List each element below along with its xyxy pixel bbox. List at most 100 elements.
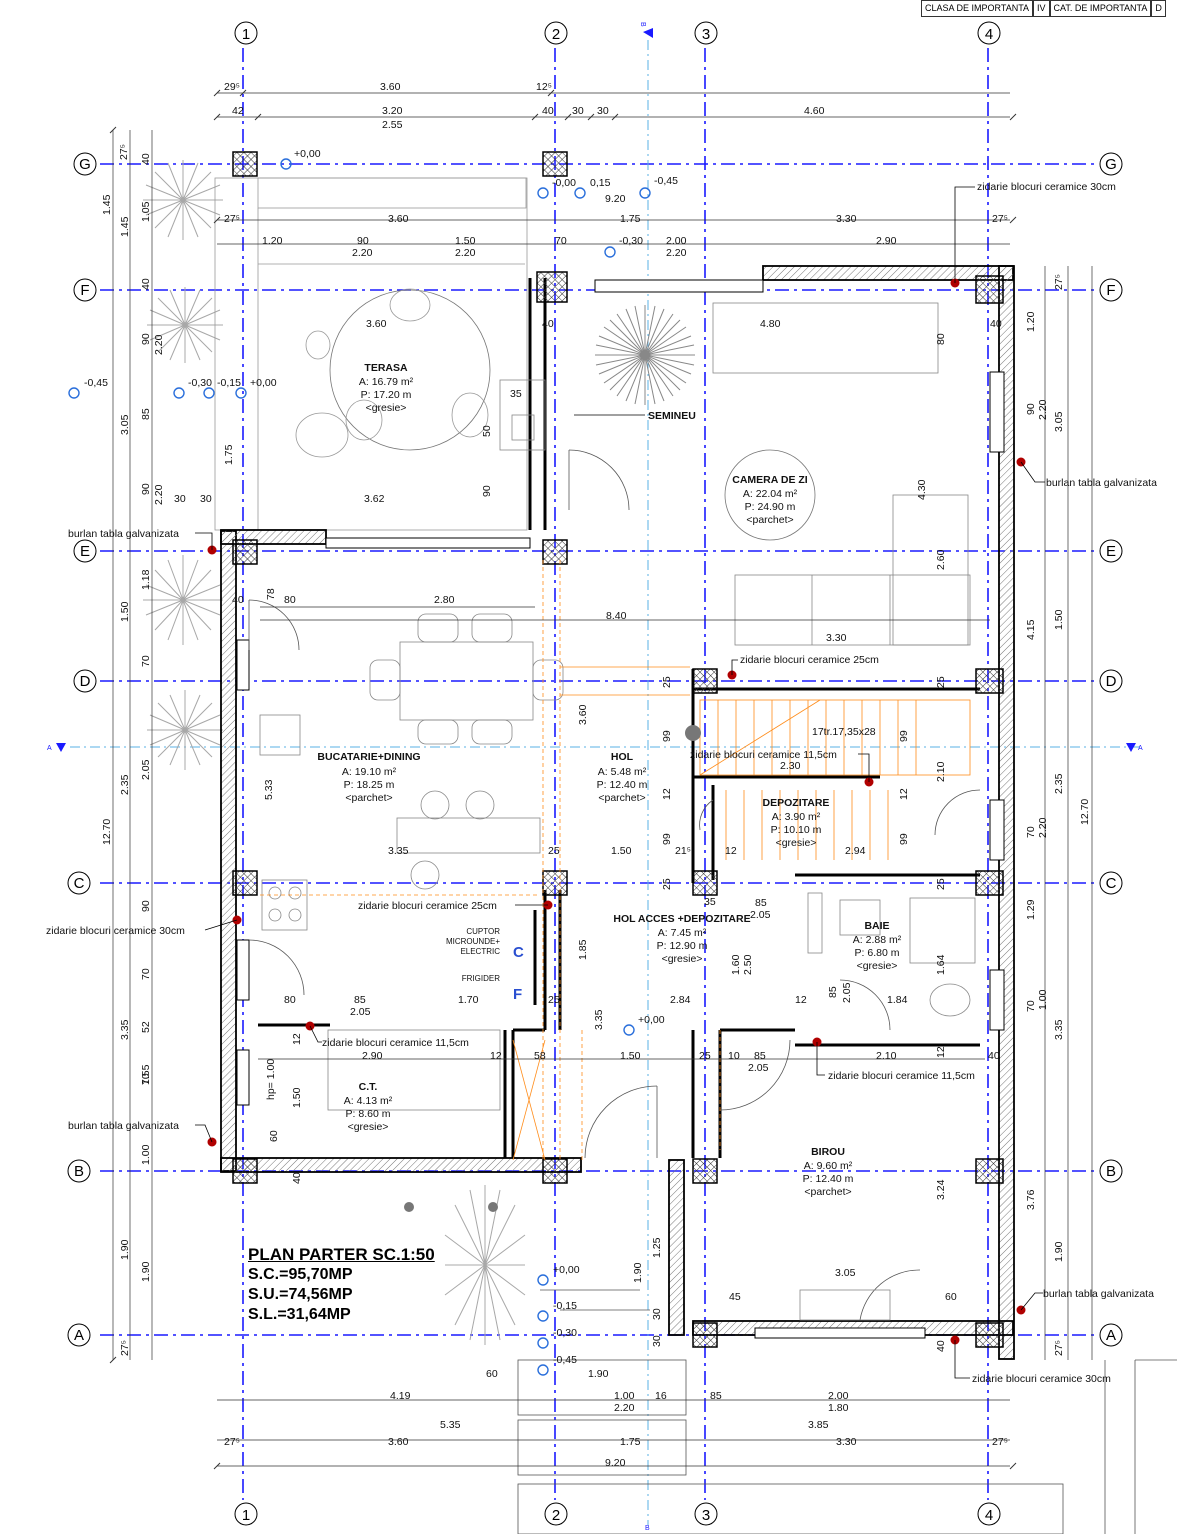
dim-left-n17: 60 [268,1130,280,1142]
dim-inner-i43: 85 [354,994,366,1006]
stairs [260,560,971,1161]
grid-row-c-left: C [74,875,85,892]
dim-top-f3: 1.50 [455,235,476,247]
grid-row-c-right: C [1106,875,1117,892]
note-frigider: FRIGIDER [462,974,500,983]
note-zid115-ct: zidarie blocuri ceramice 11,5cm [322,1037,469,1049]
dim-inner-i76: 25 [935,878,947,890]
inner-dimension-texts: 3.60 40 4.80 40 35 50 90 30 30 3.62 40 8… [174,318,1002,1352]
grid-col-3-top: 3 [702,26,710,43]
dim-top-a1: 29⁵ [224,81,240,93]
level-10: +0,00 [638,1014,665,1026]
dim-inner-i49: 85 [827,986,839,998]
dim-bottom-d1: 27⁵ [224,1436,240,1448]
dim-left-m2: 1.18 [140,569,152,590]
dim-left-m1: 1.45 [119,216,131,237]
grid-bubbles [67,21,1123,1526]
dim-bottom-d4: 3.30 [836,1436,857,1448]
dim-inner-i5: 35 [510,388,522,400]
dim-inner-i16: 3.60 [577,704,589,725]
dim-top-d5: 27⁵ [992,213,1008,225]
dim-inner-i19: 80 [935,333,947,345]
dim-top-b3: 40 [542,105,554,117]
right-dimension-texts: 12.70 27⁵ 1.20 90 2.20 3.05 4.15 1.50 2.… [1025,274,1091,1356]
dim-left-n11: 70 [140,655,152,667]
dim-left-n10: 78 [265,588,277,600]
room-finish: <gresie> [662,953,703,965]
dim-inner-i27: 99 [898,833,910,845]
dim-right-r8: 2.35 [1053,773,1065,794]
level-12: -0,15 [553,1300,577,1312]
dim-inner-i42: 80 [284,994,296,1006]
dim-inner-i9: 30 [200,493,212,505]
dim-inner-i25: 99 [898,730,910,742]
dim-left-l7: 1.90 [119,1239,131,1260]
grid-row-f-right: F [1106,282,1115,299]
room-area: A: 2.88 m² [853,934,902,946]
dim-left-m5: 1.00 [140,1144,152,1165]
dim-top-f1: 1.20 [262,235,283,247]
room-name: HOL [611,751,634,763]
room-area: A: 9.60 m² [804,1160,853,1172]
usable-area: S.U.=74,56MP [248,1286,353,1303]
grid-col-2-top: 2 [552,26,560,43]
gray-dots [404,725,701,1212]
dim-inner-i3: 4.80 [760,318,781,330]
dim-top-c1: 2.55 [382,119,403,131]
level-13: -0,30 [553,1327,577,1339]
dimension-texts: 29⁵ 3.60 12⁵ 42 3.20 40 30 30 4.60 2.55 … [224,81,1008,1469]
dim-left-n19: 1.50 [291,1087,303,1108]
dim-bottom-b1: 2.20 [614,1402,635,1414]
dim-top-f4: 70 [555,235,567,247]
dim-inner-i66: 3.24 [935,1179,947,1200]
room-perimeter: P: 8.60 m [346,1108,391,1120]
dim-inner-i7: 90 [481,485,493,497]
entrance-steps [517,1289,1177,1534]
exterior-walls [220,265,1015,1360]
dim-right-r7: 1.50 [1053,609,1065,630]
room-birou: BIROU A: 9.60 m² P: 12.40 m <parchet> [803,1146,854,1198]
dim-top-b6: 4.60 [804,105,825,117]
dim-right-r10: 2.20 [1037,817,1049,838]
terrace-outline [214,177,528,531]
dim-inner-i47: 2.84 [670,994,691,1006]
dim-inner-i69: 60 [945,1291,957,1303]
level-2: -0,00 [552,177,576,189]
note-zid25-stair: zidarie blocuri ceramice 25cm [740,654,879,666]
dim-right-r5: 3.05 [1053,411,1065,432]
dim-inner-i72: 1.25 [651,1237,663,1258]
note-zid25-kitchen: zidarie blocuri ceramice 25cm [358,900,497,912]
dim-top-d2: 3.60 [388,213,409,225]
level-9: +0,00 [250,377,277,389]
note-zid115-stair: zidarie blocuri ceramice 11,5cm [690,749,837,761]
dim-left-n15: 52 [140,1021,152,1033]
dim-right-r11: 1.29 [1025,899,1037,920]
dim-inner-i38: 85 [755,897,767,909]
section-b-top: B [639,22,646,27]
dim-inner-i46: 25 [548,994,560,1006]
grid-row-e-right: E [1106,543,1116,560]
grid-row-b-right: B [1106,1163,1116,1180]
room-perimeter: P: 24.90 m [745,501,796,513]
dim-bottom-a5: 2.00 [828,1390,849,1402]
dim-left-n5: 2.20 [153,334,165,355]
note-zid30-top: zidarie blocuri ceramice 30cm [977,181,1116,193]
dim-left-l5: 2.35 [119,774,131,795]
dim-inner-i60: 85 [754,1050,766,1062]
dim-right-r17: 27⁵ [1053,1340,1065,1356]
dim-left-n4: 90 [140,333,152,345]
dim-left-total: 12.70 [101,819,113,845]
level-6: -0,45 [84,377,108,389]
dim-bottom-d2: 3.60 [388,1436,409,1448]
level-5: -0,30 [619,235,643,247]
dim-left-l6: 3.35 [119,1019,131,1040]
dim-inner-i57: 1.50 [620,1050,641,1062]
leader-lines [195,186,1045,1379]
room-name: TERASA [364,362,408,374]
dim-bottom-c1: 5.35 [440,1419,461,1431]
dim-left-l2: 1.45 [101,194,113,215]
grid-row-g-right: G [1105,156,1117,173]
room-baie: BAIE A: 2.88 m² P: 6.80 m <gresie> [853,920,902,972]
dim-left-n16: 70 [140,1073,152,1085]
level-7: -0,30 [188,377,212,389]
